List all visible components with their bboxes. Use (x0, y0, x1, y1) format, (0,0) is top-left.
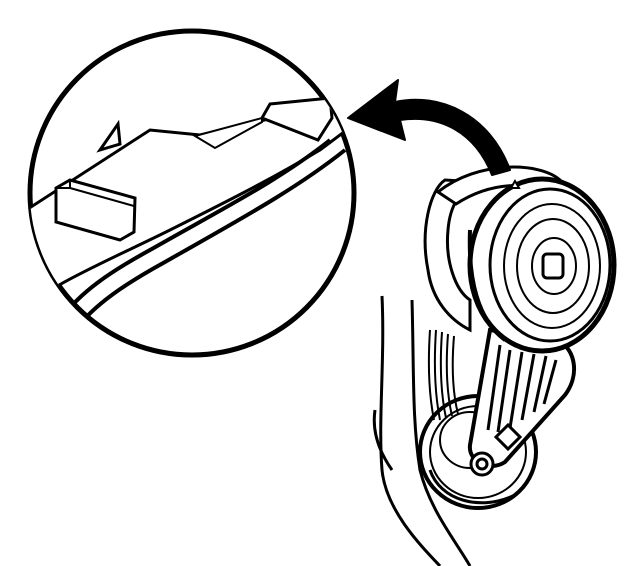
pulley-bolt (541, 252, 565, 280)
tensioner-pulley (467, 176, 617, 354)
curved-arrow-icon (347, 79, 511, 176)
indicator-diamond-icon (493, 422, 523, 452)
tensioner-bracket (423, 165, 562, 333)
magnified-detail-circle (27, 28, 357, 358)
engine-housing (372, 295, 472, 566)
drive-belt (427, 329, 459, 421)
tensioner-arm (467, 327, 577, 468)
tensioner-triangle-marker-icon (509, 178, 521, 189)
arm-bolt (469, 422, 523, 477)
detail-triangle-marker-icon (96, 119, 122, 153)
